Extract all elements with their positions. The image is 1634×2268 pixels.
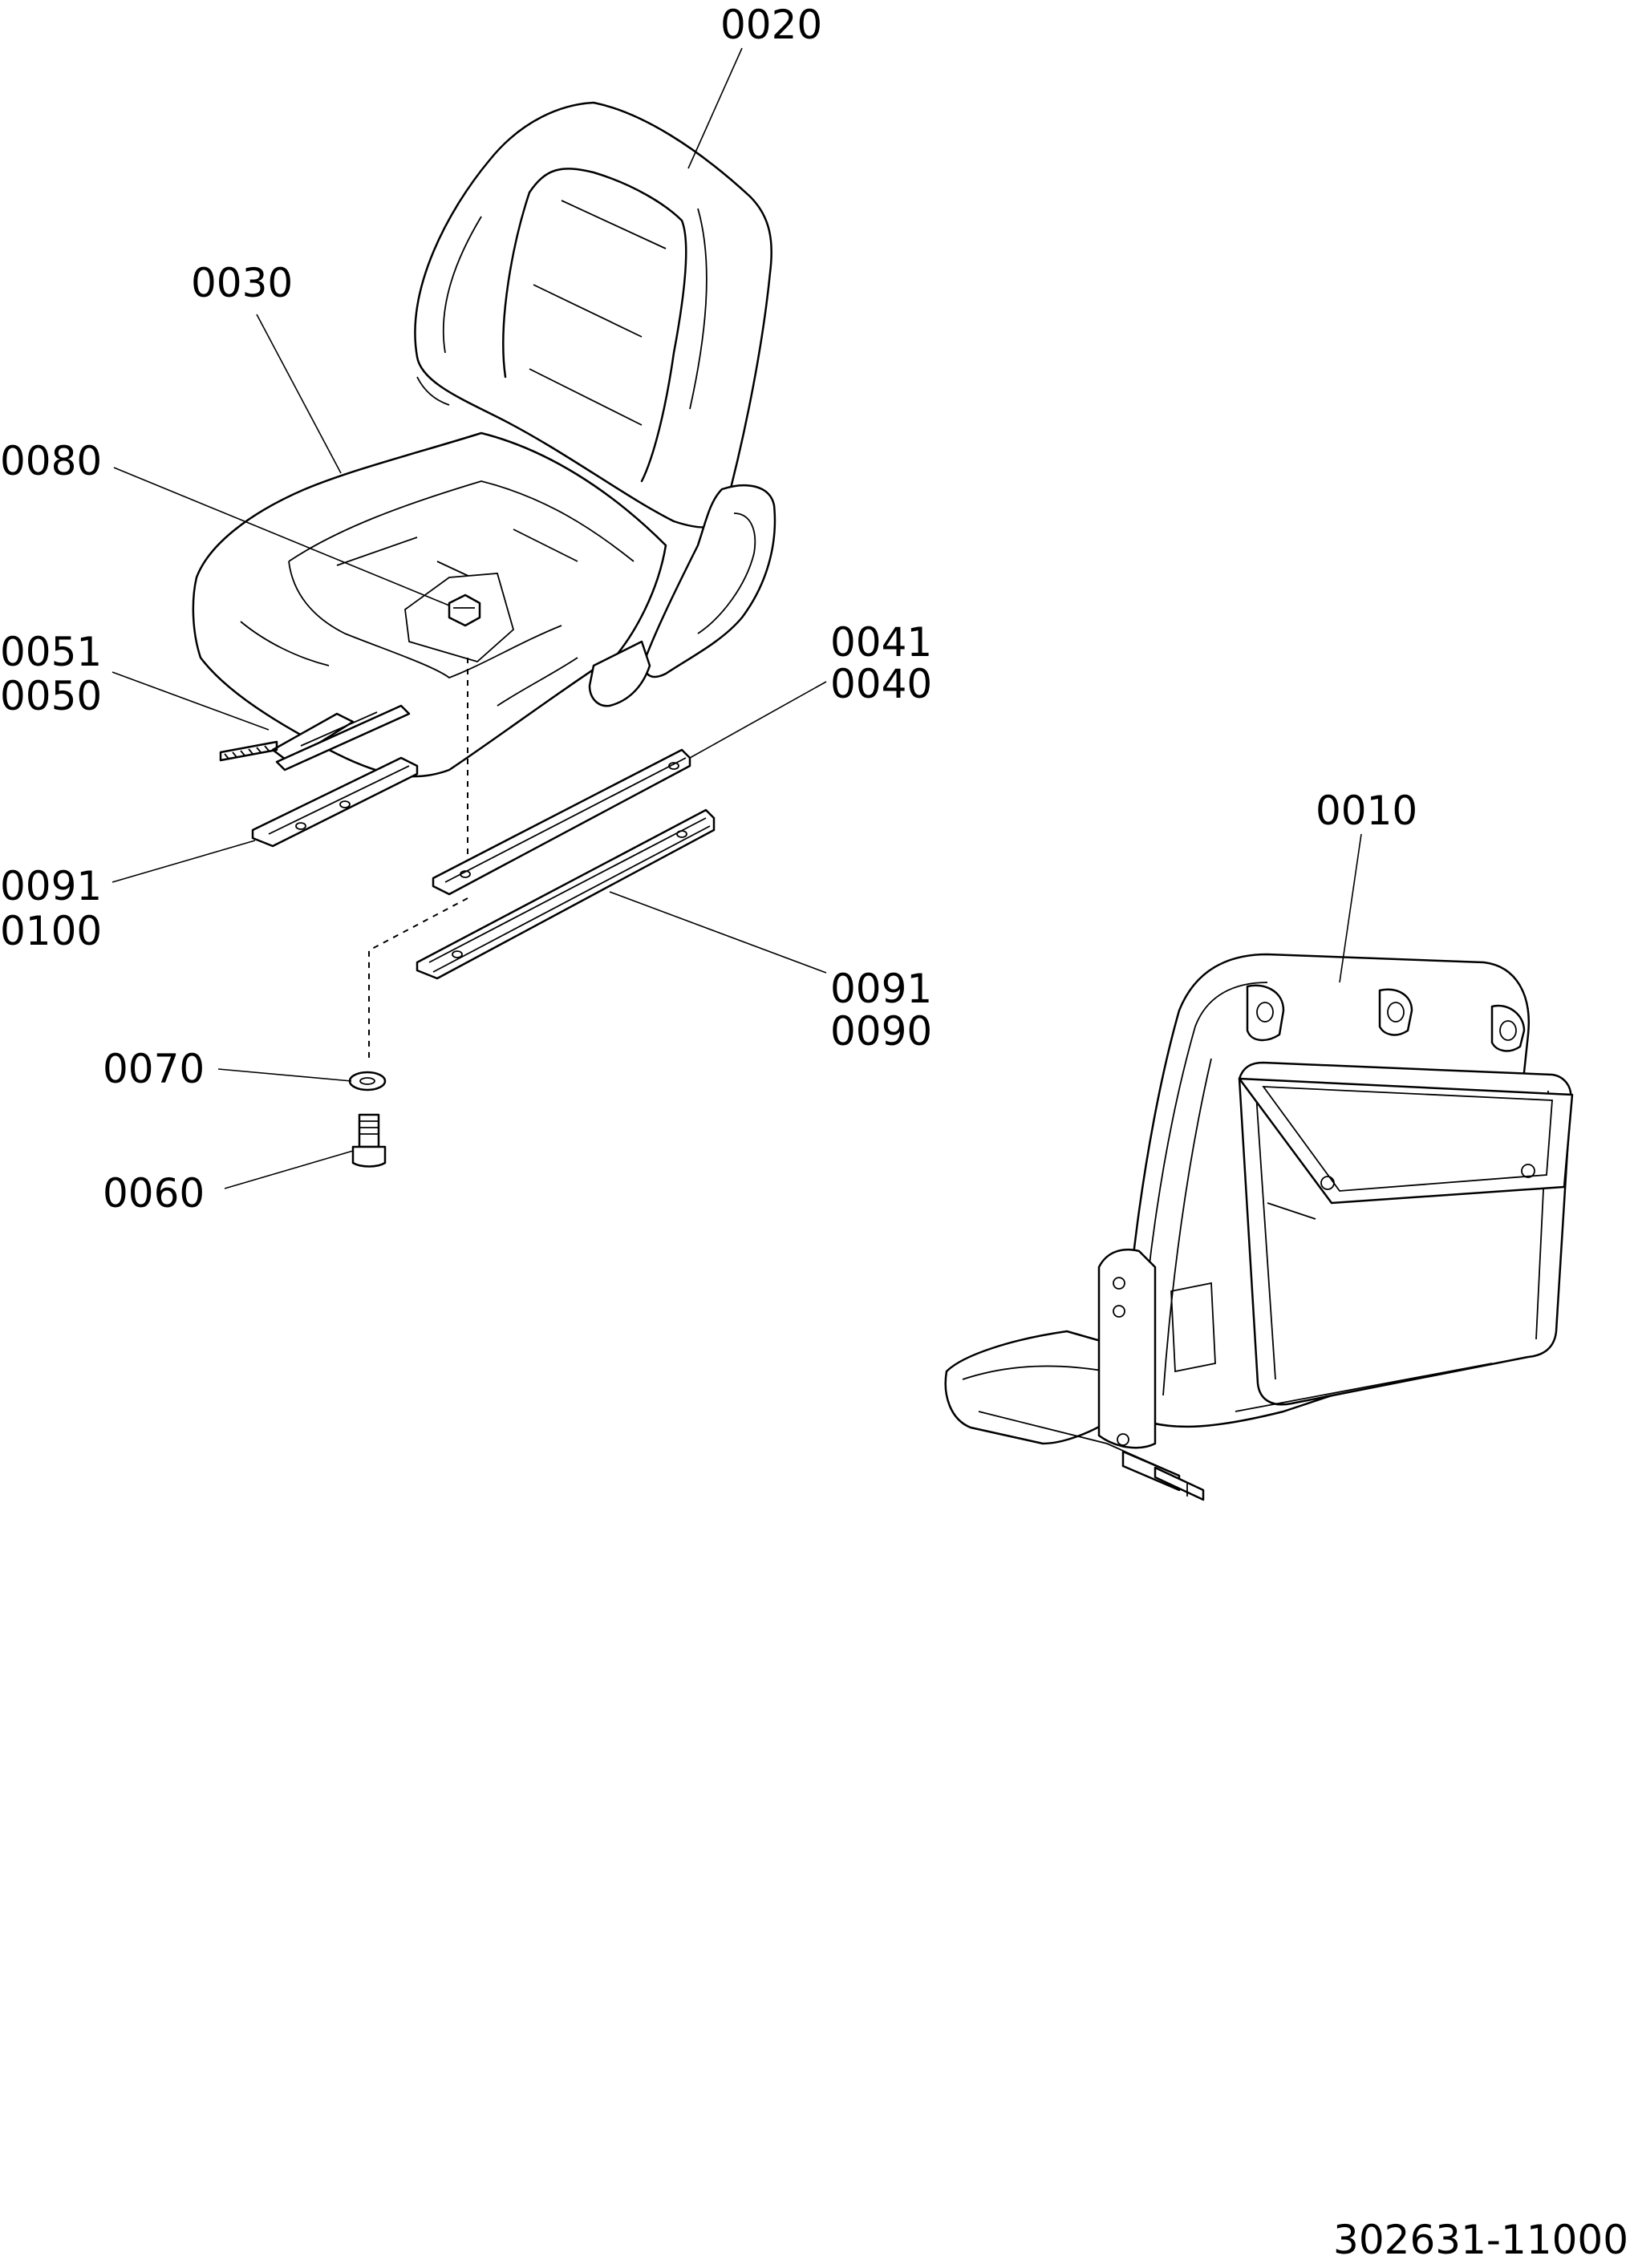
leader-0010 [1339,833,1362,983]
mount-boss-right [1490,1004,1526,1052]
hex-nut [404,573,515,663]
callout-0030: 0030 [191,260,293,306]
leader-0080 [113,467,450,606]
seat-assembly-rear-view [944,953,1574,1501]
callout-0041: 0041 [830,619,932,666]
back-pocket [1238,1061,1574,1406]
slide-rod [1121,1450,1205,1501]
callout-0060: 0060 [103,1170,205,1217]
leader-lines [112,47,1362,1189]
left-slide-rail [219,704,411,772]
callout-0091-left: 0091 [0,863,102,909]
leader-0020 [687,47,743,169]
callout-0051: 0051 [0,629,102,675]
callout-0091-right: 0091 [830,966,932,1012]
seat-backrest [414,101,772,529]
callout-0090: 0090 [830,1008,932,1055]
leader-0030 [256,314,342,474]
right-lower-rail [416,808,716,980]
right-slide-rail [432,748,691,896]
callout-0070: 0070 [103,1046,205,1092]
recline-lever [588,484,776,707]
bolt [351,1113,387,1168]
callout-0010: 0010 [1316,788,1417,834]
callout-0050: 0050 [0,673,102,719]
bolt-axis-lower [368,897,468,1059]
callout-0100: 0100 [0,908,102,954]
callout-0020: 0020 [720,2,822,48]
leader-0051 [112,671,270,731]
callout-0080: 0080 [0,438,102,484]
washer [348,1071,387,1091]
side-bracket [1097,1248,1157,1449]
drawing-number: 302631-11000 [1333,2217,1628,2263]
mount-boss-left [1246,984,1285,1042]
label-plate [1170,1282,1216,1373]
leader-0091a [112,840,256,883]
leader-0091b [609,891,827,974]
leader-0070 [217,1068,352,1082]
left-lower-rail [251,756,419,848]
leader-0060 [224,1150,354,1189]
callout-0040: 0040 [830,661,932,707]
mount-boss-center [1378,988,1413,1036]
leader-0041 [689,681,827,759]
